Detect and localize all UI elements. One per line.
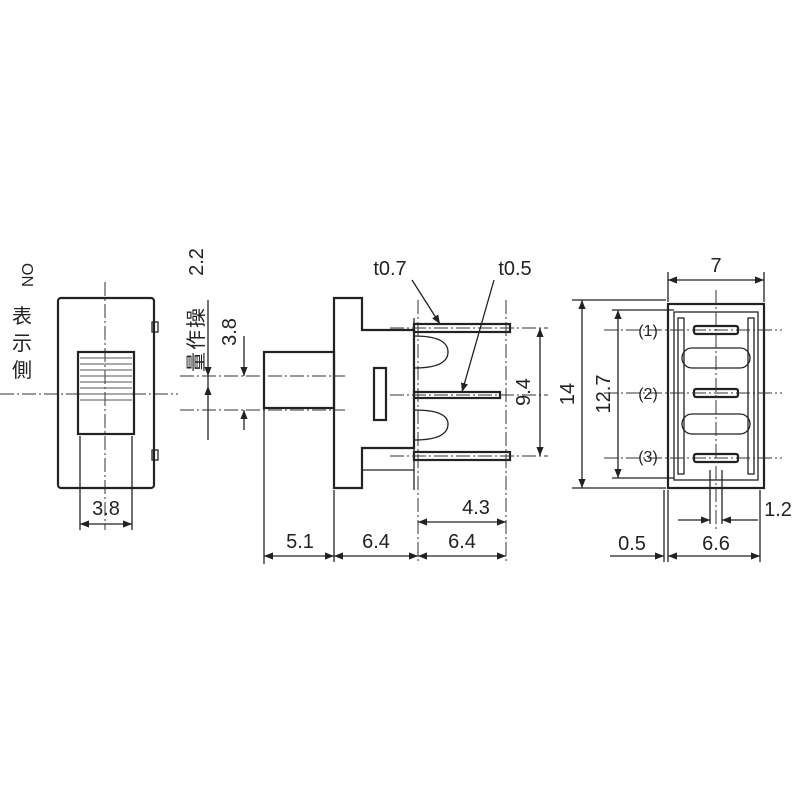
- dim-pin-span: 9.4: [513, 378, 535, 406]
- pin-label-1: (1): [638, 323, 658, 340]
- dim-t07: t0.7: [373, 258, 406, 280]
- dim-offset: 0.5: [618, 533, 646, 555]
- dim-inner-height: 12.7: [593, 375, 615, 414]
- label-gawa: 側: [12, 359, 32, 382]
- label-hyo: 表: [12, 305, 32, 328]
- dim-pin-row-width: 6.6: [702, 533, 730, 555]
- dim-width: 7: [710, 255, 721, 277]
- label-ji: 示: [12, 333, 32, 355]
- dim-terminal-length: 6.4: [448, 531, 476, 553]
- front-view: 3.8 ON 表 示 側: [0, 263, 178, 530]
- label-on: ON: [18, 263, 35, 287]
- bottom-view: (1) (2) (3) 7 14 12.7 0.5 6.6 1.2: [557, 255, 792, 562]
- dim-actuator-length: 5.1: [286, 531, 314, 553]
- pin-label-3: (3): [638, 449, 658, 466]
- slider-knob: [76, 350, 136, 436]
- dim-stroke: 2.2: [186, 248, 208, 276]
- dim-pin-offset: 4.3: [462, 497, 490, 519]
- dim-height: 14: [557, 383, 579, 405]
- dim-pin-width: 1.2: [764, 499, 792, 521]
- dim-t05: t0.5: [498, 258, 531, 280]
- actuator: [262, 350, 336, 410]
- label-so: 操: [185, 308, 208, 328]
- dim-knob-width: 3.8: [92, 498, 120, 520]
- dim-body-depth: 6.4: [362, 531, 390, 553]
- dim-actuator-width: 3.8: [219, 318, 241, 346]
- pin-label-2: (2): [638, 386, 658, 403]
- side-view: 2.2 操 作 量 3.8 t0.7 t0.5 9.4 4.3 5.1 6.4 …: [180, 248, 548, 564]
- label-sa: 作: [185, 330, 208, 350]
- label-ryo: 量: [186, 352, 208, 372]
- front-body-outline: [56, 296, 156, 490]
